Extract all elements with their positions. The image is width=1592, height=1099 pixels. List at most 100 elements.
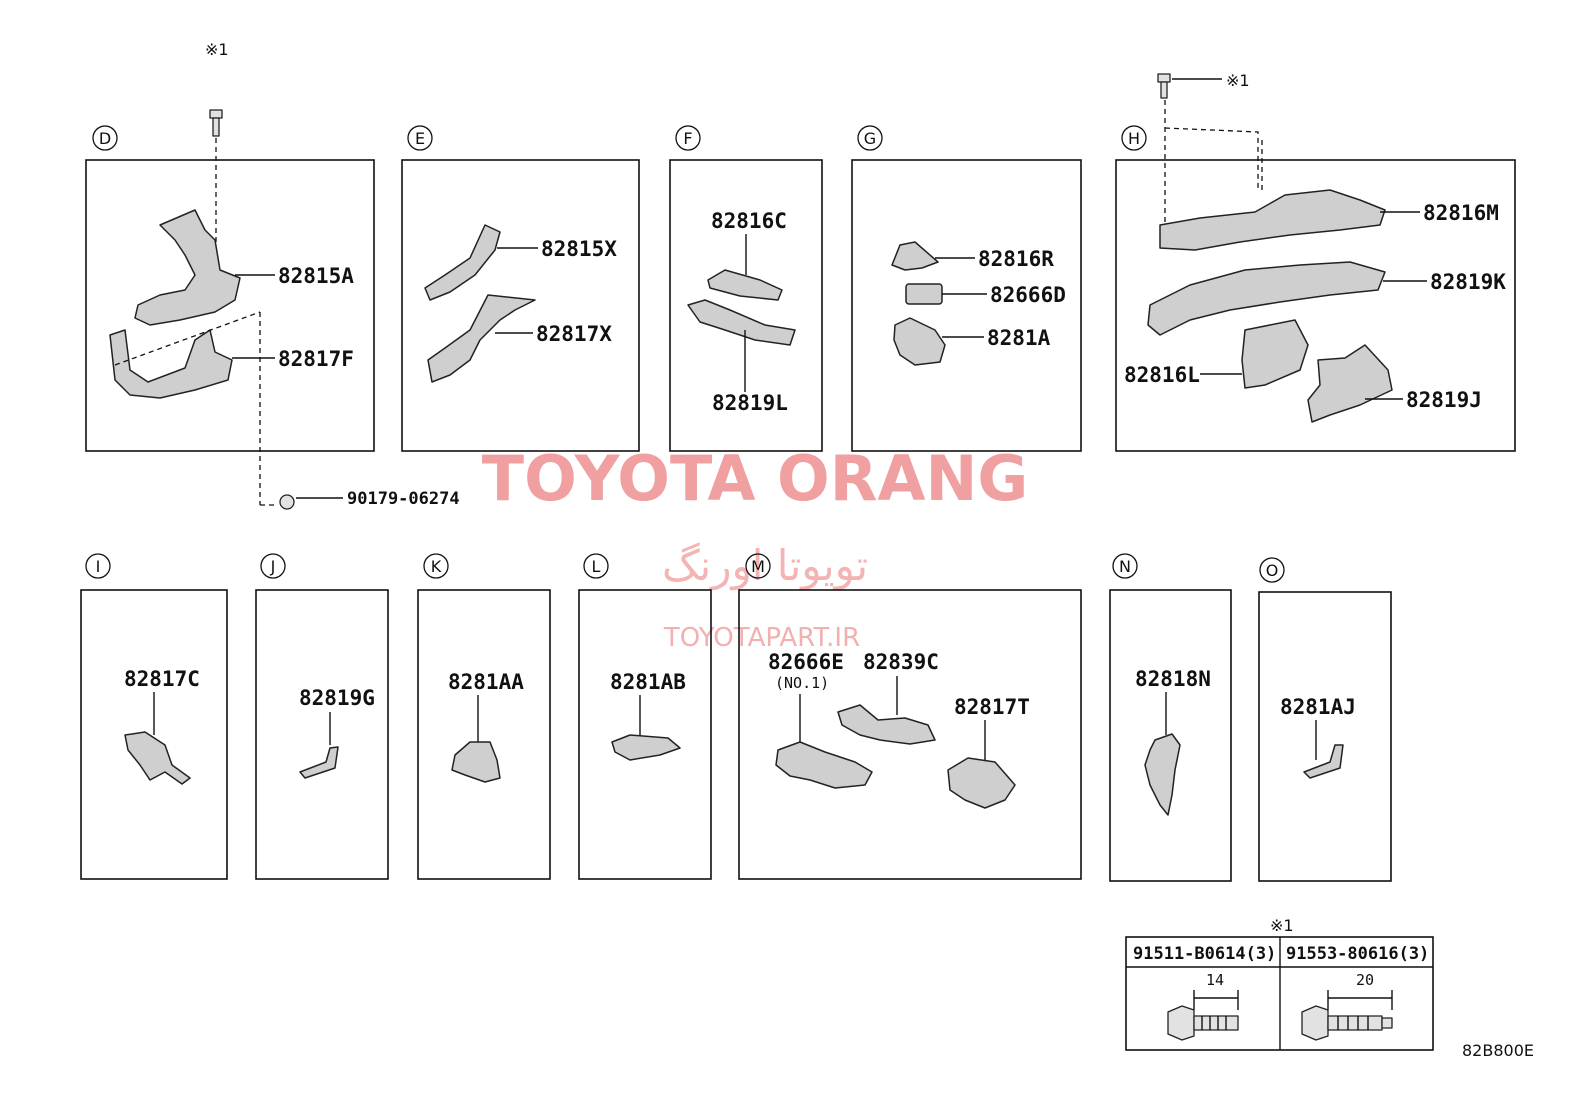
part-82815x-shape <box>424 224 501 301</box>
section-e: E 82815X 82817X <box>401 125 640 452</box>
part-label[interactable]: 82816R <box>978 247 1054 271</box>
part-82666e-shape <box>775 741 873 789</box>
part-label[interactable]: 82816L <box>1124 363 1200 387</box>
section-i: I 82817C <box>80 553 228 880</box>
section-frame <box>255 589 389 880</box>
part-82816r-shape <box>891 241 939 271</box>
part-label[interactable]: 8281AJ <box>1280 695 1356 719</box>
part-note: (NO.1) <box>775 674 829 692</box>
part-82839c-shape <box>837 704 936 745</box>
part-label[interactable]: 82816M <box>1423 201 1499 225</box>
section-frame <box>1109 589 1232 882</box>
part-82819g-shape <box>299 746 339 779</box>
section-g: G 82816R 82666D 8281A <box>851 125 1082 452</box>
part-label[interactable]: 8281AB <box>610 670 686 694</box>
part-label[interactable]: 82817F <box>278 347 354 371</box>
part-82817x-shape <box>427 294 536 383</box>
section-letter: L <box>592 557 601 576</box>
part-label[interactable]: 82817T <box>954 695 1030 719</box>
section-frame <box>80 589 228 880</box>
part-82816l-shape <box>1241 319 1309 389</box>
bolt-marker-label: ※1 <box>205 40 229 59</box>
section-l: L 8281AB <box>578 553 712 880</box>
bolt-marker-label: ※1 <box>1226 71 1250 90</box>
bolt-icon <box>209 109 223 137</box>
diagram-code: 82B800E <box>1462 1041 1534 1060</box>
section-letter: I <box>96 557 101 576</box>
part-label[interactable]: 82818N <box>1135 667 1211 691</box>
watermark-title: TOYOTA ORANG <box>482 442 1028 515</box>
part-82819l-shape <box>687 299 796 346</box>
bolt-icon <box>1157 73 1171 99</box>
part-82817t-shape <box>947 757 1016 809</box>
part-label[interactable]: 82666E <box>768 650 844 674</box>
section-d: D ※1 82815A 82817F 90179-06274 <box>85 40 460 510</box>
part-label[interactable]: 82816C <box>711 209 787 233</box>
section-o: O 8281AJ <box>1258 557 1392 882</box>
part-82819k-shape <box>1147 261 1386 336</box>
part-82816m-shape <box>1159 189 1386 251</box>
section-frame <box>738 589 1082 880</box>
section-n: N 82818N <box>1109 553 1232 882</box>
part-label[interactable]: 8281A <box>987 326 1051 350</box>
part-label[interactable]: 82819J <box>1406 388 1482 412</box>
part-8281aa-shape <box>451 741 501 783</box>
part-82666d-shape <box>905 283 943 305</box>
part-82817c-shape <box>124 731 191 785</box>
bolt-length-2: 20 <box>1356 971 1374 989</box>
part-label[interactable]: 82815A <box>278 264 354 288</box>
part-label[interactable]: 82666D <box>990 283 1066 307</box>
watermark: TOYOTA ORANG تویوتا اورنگ TOYOTAPART.IR <box>482 442 1028 653</box>
part-label[interactable]: 82817C <box>124 667 200 691</box>
section-letter: O <box>1266 561 1279 580</box>
part-82818n-shape <box>1144 733 1181 816</box>
section-frame <box>578 589 712 880</box>
bolt-length-1: 14 <box>1206 971 1224 989</box>
bolt-part-2[interactable]: 91553-80616(3) <box>1286 944 1429 964</box>
section-letter: K <box>431 557 442 576</box>
clip-part-label[interactable]: 90179-06274 <box>347 489 460 509</box>
part-8281ab-shape <box>611 734 681 761</box>
part-label[interactable]: 82819G <box>299 686 375 710</box>
bolt-table: ※1 91511-B0614(3) 91553-80616(3) 14 <box>1125 916 1434 1051</box>
section-letter: M <box>751 557 765 576</box>
section-frame <box>417 589 551 880</box>
watermark-url: TOYOTAPART.IR <box>663 623 860 653</box>
section-frame <box>1115 159 1516 452</box>
section-letter: E <box>415 129 425 148</box>
part-label[interactable]: 82815X <box>541 237 617 261</box>
section-frame <box>669 159 823 452</box>
section-m: M 82666E (NO.1) 82839C 82817T <box>738 553 1082 880</box>
section-frame <box>851 159 1082 452</box>
section-j: J 82819G <box>255 553 389 880</box>
part-82819j-shape <box>1307 344 1393 423</box>
bolt-20-icon <box>1301 990 1393 1041</box>
part-label[interactable]: 82819L <box>712 391 788 415</box>
part-label[interactable]: 82819K <box>1430 270 1506 294</box>
section-letter: G <box>864 129 876 148</box>
bolt-part-1[interactable]: 91511-B0614(3) <box>1133 944 1276 964</box>
section-k: K 8281AA <box>417 553 551 880</box>
part-82817f-shape <box>109 329 233 399</box>
section-frame <box>85 159 375 452</box>
section-h: H ※1 82816M 82819K 82816L 82819J <box>1115 71 1516 452</box>
bolt-table-marker: ※1 <box>1270 916 1294 935</box>
section-letter: D <box>99 129 111 148</box>
part-8281aj-shape <box>1303 744 1344 779</box>
part-label[interactable]: 82839C <box>863 650 939 674</box>
clip-icon <box>279 494 295 510</box>
bolt-14-icon <box>1167 990 1239 1041</box>
section-letter: H <box>1128 129 1140 148</box>
part-82816c-shape <box>707 269 783 301</box>
section-frame <box>1258 591 1392 882</box>
section-f: F 82816C 82819L <box>669 125 823 452</box>
section-letter: F <box>683 129 692 148</box>
part-label[interactable]: 8281AA <box>448 670 524 694</box>
watermark-persian: تویوتا اورنگ <box>662 541 868 590</box>
section-frame <box>401 159 640 452</box>
section-letter: J <box>270 557 276 576</box>
part-label[interactable]: 82817X <box>536 322 612 346</box>
part-8281a-shape <box>893 317 946 366</box>
part-82815a-shape <box>134 209 241 326</box>
